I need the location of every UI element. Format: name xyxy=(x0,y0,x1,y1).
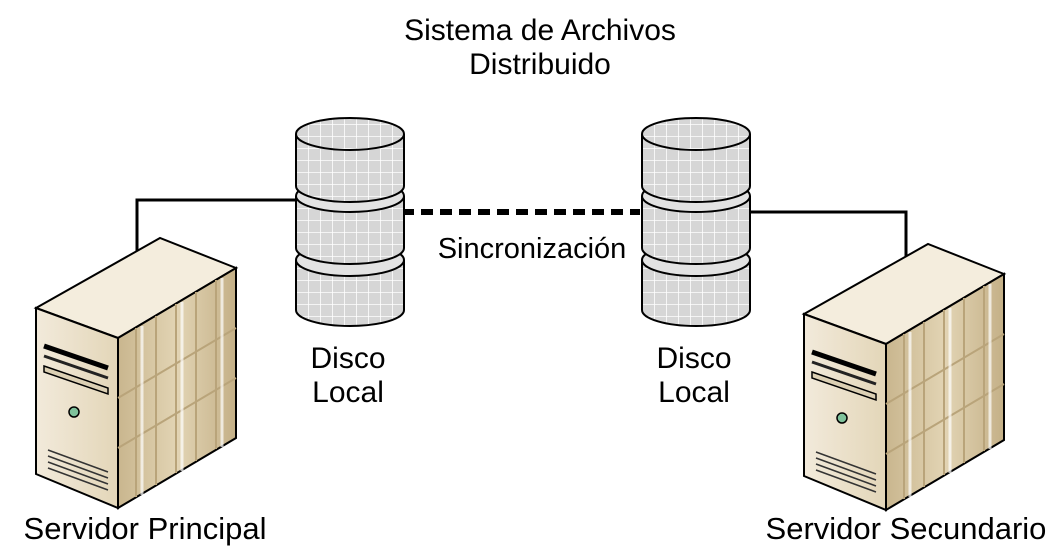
diagram-title-line2: Distribuido xyxy=(469,48,611,81)
primary-server-icon xyxy=(33,236,239,510)
right-disk-label-line1: Disco xyxy=(656,342,732,375)
primary-server-power-icon xyxy=(68,406,80,418)
secondary-server-power-icon xyxy=(836,412,848,424)
primary-connection-line xyxy=(135,198,300,258)
right-disk-icon xyxy=(641,117,751,327)
right-disk-platter-top xyxy=(641,117,751,203)
left-disk-platter-top xyxy=(295,117,405,203)
secondary-connection-line xyxy=(750,210,908,262)
right-disk-label: Disco Local xyxy=(634,342,754,410)
diagram-title: Sistema de Archivos Distribuido xyxy=(360,14,720,82)
sync-label: Sincronización xyxy=(437,233,627,265)
secondary-server-icon xyxy=(801,242,1007,512)
left-disk-label-line2: Local xyxy=(312,376,384,409)
left-disk-label-line1: Disco xyxy=(310,342,386,375)
left-disk-icon xyxy=(295,117,405,327)
left-disk-label: Disco Local xyxy=(288,342,408,410)
secondary-server-label: Servidor Secundario xyxy=(765,511,1047,546)
right-disk-label-line2: Local xyxy=(658,376,730,409)
diagram-title-line1: Sistema de Archivos xyxy=(404,14,676,47)
primary-server-label: Servidor Principal xyxy=(23,511,267,546)
